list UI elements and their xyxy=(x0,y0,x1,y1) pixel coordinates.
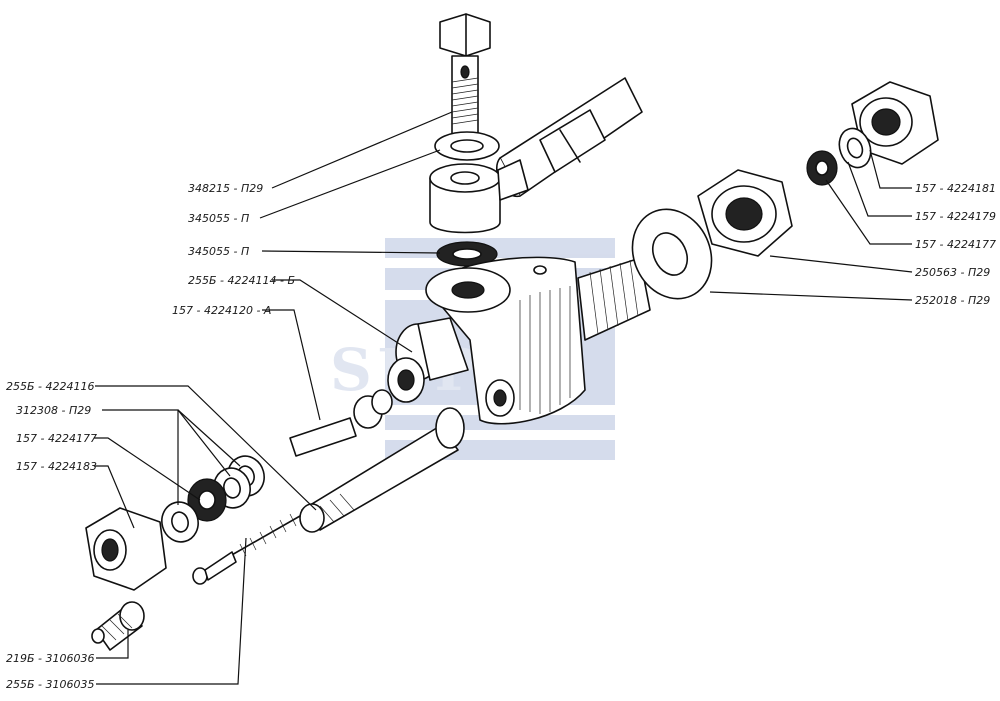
threaded-shank xyxy=(577,257,651,341)
union-bushing xyxy=(387,317,469,403)
valve-body xyxy=(425,256,586,425)
callout-label-157-4224177-left: 157 - 4224177 xyxy=(16,432,97,445)
callout-label-252018-p29: 252018 - П29 xyxy=(915,294,990,307)
hollow-bolt xyxy=(439,13,491,137)
valve-stem xyxy=(289,389,393,457)
callout-label-255b-3106035: 255Б - 3106035 xyxy=(6,678,95,691)
large-washer xyxy=(631,208,713,300)
gasket-top xyxy=(434,131,500,161)
cap-nut-left xyxy=(85,507,167,591)
callout-label-219b-3106036: 219Б - 3106036 xyxy=(6,652,95,665)
callout-label-312308-p29: 312308 - П29 xyxy=(16,404,91,417)
leader-lines xyxy=(94,111,913,685)
callout-label-157-4224179: 157 - 4224179 xyxy=(915,210,996,223)
callout-label-157-4224177-right: 157 - 4224177 xyxy=(915,238,996,251)
callout-label-157-4224183: 157 - 4224183 xyxy=(16,460,97,473)
callout-labels: 348215 - П29 345055 - П 345055 - П 255Б … xyxy=(6,182,996,691)
washer-left-3 xyxy=(161,501,199,543)
callout-label-157-4224181: 157 - 4224181 xyxy=(915,182,996,195)
cap-nut-top-right xyxy=(851,81,939,165)
callout-label-255b-4224116: 255Б - 4224116 xyxy=(6,380,95,393)
knurled-ring-top-right xyxy=(806,150,838,186)
threaded-tube xyxy=(299,407,465,533)
large-hex-nut xyxy=(697,169,793,257)
callout-label-157-4224120-a: 157 - 4224120 - А xyxy=(172,304,271,317)
callout-label-345055-p-lower: 345055 - П xyxy=(188,245,249,258)
spring xyxy=(192,513,301,585)
callout-label-345055-p-upper: 345055 - П xyxy=(188,212,249,225)
callout-label-250563-p29: 250563 - П29 xyxy=(915,266,990,279)
valve-core xyxy=(91,601,145,651)
small-washer-top-right xyxy=(838,127,872,169)
callout-label-255b-4224114-b: 255Б - 4224114 - Б xyxy=(188,274,295,287)
callout-label-348215-p29: 348215 - П29 xyxy=(188,182,263,195)
banjo-fitting xyxy=(429,159,529,234)
